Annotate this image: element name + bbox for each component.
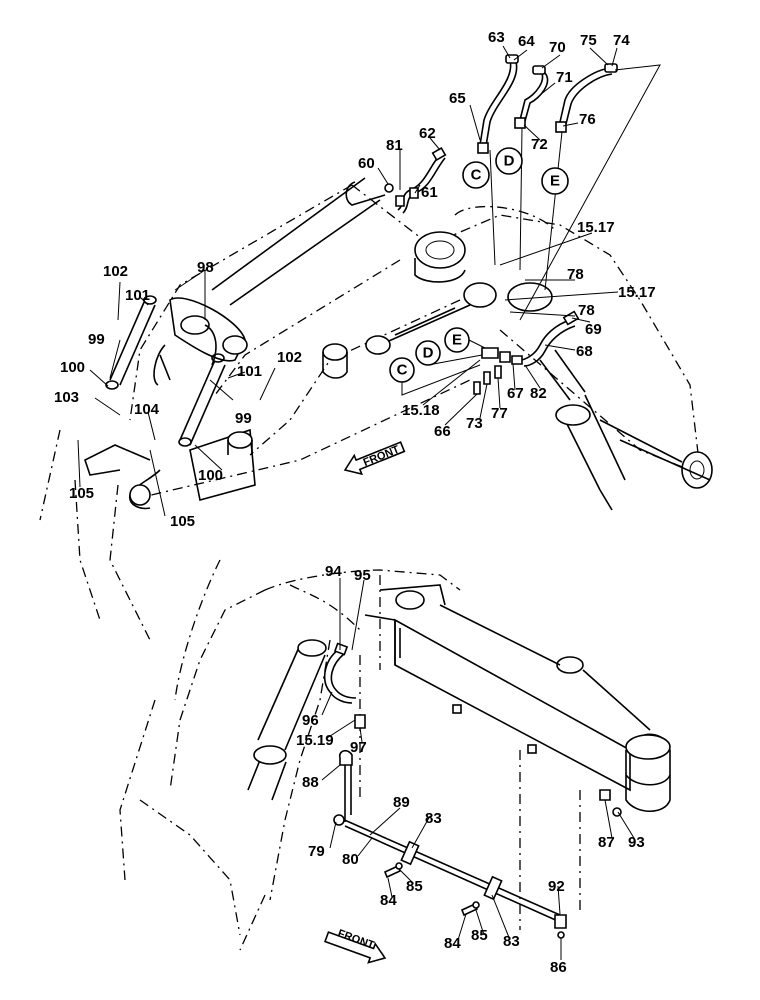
callout-66: 66 xyxy=(434,423,451,440)
leader-lines xyxy=(77,45,635,960)
svg-text:C: C xyxy=(471,167,482,184)
boom-pivot-pin xyxy=(681,451,713,489)
callout-73: 73 xyxy=(466,415,483,432)
svg-text:D: D xyxy=(423,345,434,362)
callout-86: 86 xyxy=(550,959,567,976)
callout-101-a: 101 xyxy=(125,287,150,304)
callout-85-a: 85 xyxy=(406,878,423,895)
callout-95: 95 xyxy=(354,567,371,584)
marker-e-mid: E xyxy=(444,327,470,353)
callout-67: 67 xyxy=(507,385,524,402)
callout-103: 103 xyxy=(54,389,79,406)
svg-text:E: E xyxy=(452,332,462,349)
callout-85-b: 85 xyxy=(471,927,488,944)
callout-101-b: 101 xyxy=(237,363,262,380)
front-label-top: FRONT xyxy=(362,444,402,469)
callout-104: 104 xyxy=(134,401,160,418)
front-arrow-top: FRONT xyxy=(343,441,406,476)
callout-63: 63 xyxy=(488,29,505,46)
callout-99-b: 99 xyxy=(235,410,252,427)
callout-64: 64 xyxy=(518,33,535,50)
callout-105-a: 105 xyxy=(69,485,94,502)
lower-link-pin xyxy=(129,484,151,506)
svg-text:C: C xyxy=(397,362,408,379)
lower-arm-assembly: FRONT xyxy=(119,559,671,964)
callout-100-a: 100 xyxy=(60,359,85,376)
callout-65: 65 xyxy=(449,90,466,107)
callout-83-b: 83 xyxy=(503,933,520,950)
upper-boom-assembly: FRONT xyxy=(39,54,713,641)
callout-83-a: 83 xyxy=(425,810,442,827)
callout-15-19: 15.19 xyxy=(296,732,334,749)
callout-79: 79 xyxy=(308,843,325,860)
callout-99-a: 99 xyxy=(88,331,105,348)
callout-15-17-b: 15.17 xyxy=(618,284,656,301)
callout-94: 94 xyxy=(325,563,342,580)
callout-105-b: 105 xyxy=(170,513,195,530)
callout-77: 77 xyxy=(491,405,508,422)
callout-15-18: 15.18 xyxy=(402,402,440,419)
callout-69: 69 xyxy=(585,321,602,338)
callout-61: 61 xyxy=(421,184,438,201)
callout-72: 72 xyxy=(531,136,548,153)
callout-92: 92 xyxy=(548,878,565,895)
callout-labels: 63 64 70 75 74 71 65 72 76 62 81 60 61 1… xyxy=(54,29,656,976)
callout-98: 98 xyxy=(197,259,214,276)
callout-75: 75 xyxy=(580,32,597,49)
marker-d-top: D xyxy=(495,147,523,175)
front-arrow-bottom xyxy=(324,931,387,964)
svg-text:E: E xyxy=(550,173,560,190)
callout-93: 93 xyxy=(628,834,645,851)
callout-89: 89 xyxy=(393,794,410,811)
callout-87: 87 xyxy=(598,834,615,851)
callout-102-a: 102 xyxy=(103,263,128,280)
callout-78-b: 78 xyxy=(578,302,595,319)
callout-84-a: 84 xyxy=(380,892,397,909)
callout-82: 82 xyxy=(530,385,547,402)
callout-81: 81 xyxy=(386,137,403,154)
callout-68: 68 xyxy=(576,343,593,360)
callout-78-a: 78 xyxy=(567,266,584,283)
callout-15-17-a: 15.17 xyxy=(577,219,615,236)
upper-pivot-boss xyxy=(414,231,466,269)
callout-102-b: 102 xyxy=(277,349,302,366)
callout-96: 96 xyxy=(302,712,319,729)
callout-100-b: 100 xyxy=(198,467,223,484)
callout-71: 71 xyxy=(556,69,573,86)
marker-d-mid: D xyxy=(415,340,441,366)
callout-97: 97 xyxy=(350,739,367,756)
callout-74: 74 xyxy=(613,32,630,49)
callout-84-b: 84 xyxy=(444,935,461,952)
marker-e-top: E xyxy=(541,167,569,195)
callout-80: 80 xyxy=(342,851,359,868)
svg-text:D: D xyxy=(504,153,515,170)
callout-76: 76 xyxy=(579,111,596,128)
callout-88: 88 xyxy=(302,774,319,791)
callout-60: 60 xyxy=(358,155,375,172)
callout-70: 70 xyxy=(549,39,566,56)
marker-c-mid: C xyxy=(389,357,415,383)
callout-62: 62 xyxy=(419,125,436,142)
marker-c-top: C xyxy=(462,161,490,189)
